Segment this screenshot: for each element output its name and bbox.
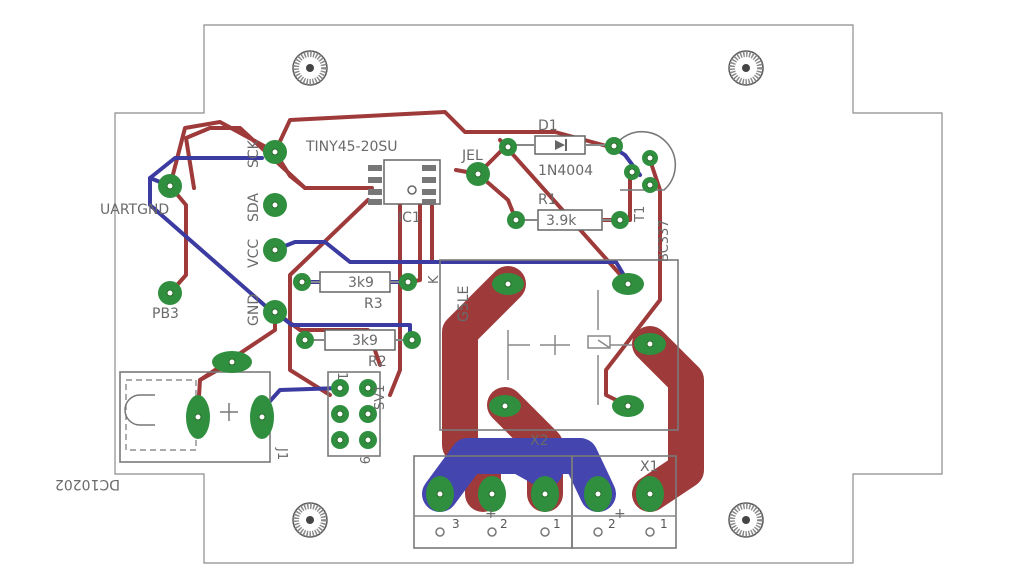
mounting-hole <box>292 502 328 538</box>
j1-label: J1 <box>274 447 289 460</box>
x2-label: X2 <box>530 433 549 449</box>
bc337-label: BC337 <box>657 219 672 262</box>
ic1-chip <box>368 159 441 205</box>
uartgnd-label: UARTGND <box>100 202 169 218</box>
relay-g5le <box>439 259 679 431</box>
sck-label: SCK <box>246 139 262 168</box>
r1-name-label: R1 <box>538 192 557 208</box>
diode-d1 <box>514 135 610 155</box>
mounting-hole <box>728 502 764 538</box>
x2-pin3-label: 3 <box>452 517 460 531</box>
transistor-t1 <box>619 130 677 191</box>
x1-pin2-label: 2 <box>608 517 616 531</box>
sv1-label: SV1 <box>373 385 388 410</box>
d1-value-label: 1N4004 <box>538 163 593 179</box>
gnd-label: GND <box>246 294 262 326</box>
pin-header-sv1 <box>327 371 381 457</box>
relay-label: G5LE <box>456 286 472 322</box>
sda-label: SDA <box>246 193 262 222</box>
ic1-value-label: TINY45-20SU <box>305 139 398 155</box>
mounting-hole <box>292 50 328 86</box>
header-pin1-label: 1 <box>334 372 349 380</box>
x1-plus-label: + <box>614 506 626 522</box>
jel-label: JEL <box>461 148 483 164</box>
pads <box>158 137 666 512</box>
resistor-r3 <box>302 271 408 293</box>
x2-pin2-label: 2 <box>500 517 508 531</box>
board-outline <box>114 24 943 564</box>
x1-pin1-label: 1 <box>660 517 668 531</box>
relay-k-label: K <box>427 275 442 284</box>
x2-plus-label: + <box>485 506 497 522</box>
ic1-name-label: IC1 <box>398 210 421 226</box>
x1-label: X1 <box>640 459 659 475</box>
mounting-hole <box>728 50 764 86</box>
vcc-label: VCC <box>246 239 262 268</box>
dc-jack-label: DC10202 <box>55 476 120 492</box>
x2-pin1-label: 1 <box>553 517 561 531</box>
r2-name-label: R2 <box>368 354 387 370</box>
r1-value-label: 3.9k <box>546 213 577 229</box>
r2-value-label: 3k9 <box>352 333 378 349</box>
pb3-label: PB3 <box>152 306 179 322</box>
r3-value-label: 3k9 <box>348 275 374 291</box>
t1-label: T1 <box>633 206 648 223</box>
header-pin9-label: 9 <box>356 456 371 464</box>
r3-name-label: R3 <box>364 296 383 312</box>
d1-name-label: D1 <box>538 118 558 134</box>
resistor-r1 <box>516 209 618 231</box>
terminal-x1 <box>571 455 677 549</box>
